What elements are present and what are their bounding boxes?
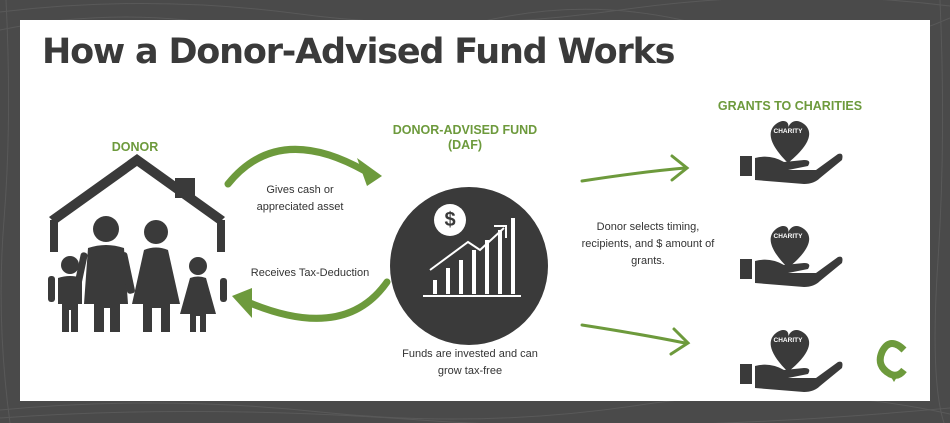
grants-caption-line3: grants.	[631, 255, 665, 267]
diagram-art	[48, 121, 907, 392]
grants-caption-line1: Donor selects timing,	[596, 221, 700, 233]
grants-heading: GRANTS TO CHARITIES	[717, 99, 863, 113]
gives-caption-line2: appreciated asset	[256, 201, 344, 213]
infographic-card: How a Donor-Advised Fund Works DONOR DON…	[20, 20, 930, 401]
daf-heading: DONOR-ADVISED FUND (DAF)	[380, 123, 550, 153]
receives-arrow	[246, 278, 391, 322]
gives-arrowhead	[357, 158, 382, 186]
receives-arrowhead	[232, 288, 252, 318]
daf-growth-icon	[390, 187, 548, 345]
charity-label-2: CHARITY	[773, 233, 803, 240]
charity-hand-icon-1	[740, 121, 843, 184]
charity-label-3: CHARITY	[773, 337, 803, 344]
charity-hand-icon-2	[740, 226, 843, 287]
gives-caption-line1: Gives cash or	[266, 184, 334, 196]
daf-heading-line2: (DAF)	[447, 138, 482, 152]
family-house-icon	[48, 154, 227, 332]
daf-caption: Funds are invested and can grow tax-free	[395, 346, 545, 380]
grant-arrow-1	[580, 154, 690, 183]
daf-caption-line1: Funds are invested and can	[402, 348, 538, 360]
gives-arrow	[224, 145, 369, 188]
charity-hand-icon-3	[740, 330, 843, 392]
infographic-title: How a Donor-Advised Fund Works	[42, 32, 675, 72]
grant-arrow-2	[580, 323, 691, 356]
daf-caption-line2: grow tax-free	[437, 365, 503, 377]
donor-heading: DONOR	[111, 140, 159, 154]
gives-caption: Gives cash or appreciated asset	[245, 182, 355, 216]
brand-logo-tip	[888, 372, 900, 382]
dollar-sign-icon: $	[444, 209, 456, 231]
receives-caption: Receives Tax-Deduction	[250, 267, 370, 279]
brand-logo	[876, 340, 907, 379]
daf-heading-line1: DONOR-ADVISED FUND	[392, 123, 538, 137]
grants-caption-line2: recipients, and $ amount of	[581, 238, 715, 250]
charity-label-1: CHARITY	[773, 128, 803, 135]
grants-caption: Donor selects timing, recipients, and $ …	[568, 219, 728, 270]
